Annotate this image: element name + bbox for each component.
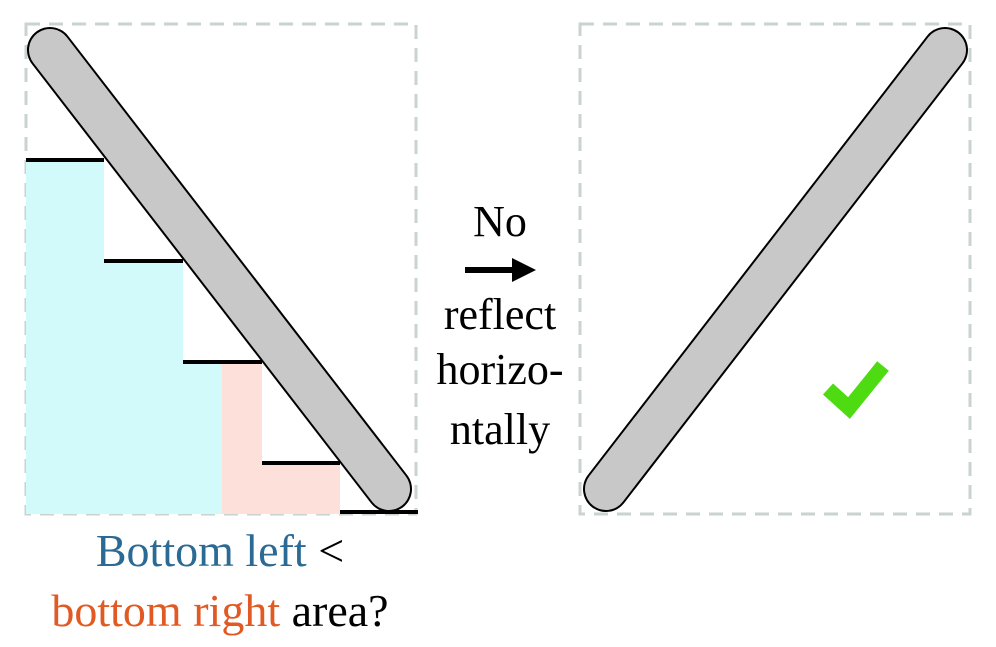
left-panel (24, 22, 418, 516)
caption-line-1: Bottom left < (96, 525, 344, 576)
bottom-left-area (26, 160, 222, 514)
arrow-label-horizo: horizo- (436, 345, 563, 394)
left-panel-frame (24, 22, 418, 516)
caption-less-than: < (307, 525, 344, 576)
right-panel (578, 22, 972, 516)
caption: Bottom left < bottom right area? (51, 525, 388, 636)
caption-area: area? (280, 585, 389, 636)
caption-bottom-left: Bottom left (96, 525, 307, 576)
checkmark-icon (822, 361, 889, 419)
right-panel-frame (578, 22, 972, 516)
arrow-label-reflect: reflect (444, 290, 556, 339)
middle-annotation: No reflect horizo- ntally (436, 197, 563, 454)
arrow-label-no: No (473, 197, 527, 246)
caption-line-2: bottom right area? (51, 585, 388, 636)
arrow-label-ntally: ntally (450, 405, 550, 454)
bottom-right-area (222, 362, 340, 514)
right-arrow-icon (465, 258, 536, 282)
caption-bottom-right: bottom right (51, 585, 280, 636)
